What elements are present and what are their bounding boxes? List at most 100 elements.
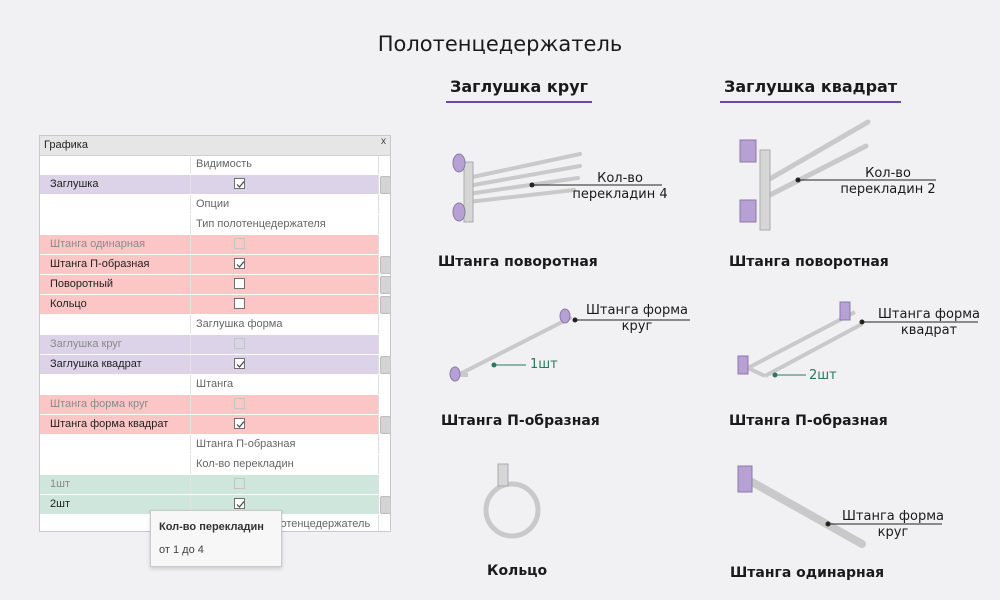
checkbox-unchecked[interactable]: [234, 298, 245, 309]
row-scroll-cell: [378, 315, 390, 334]
group-header-label: Тип полотенцедержателя: [196, 218, 326, 230]
panel-collapse-icon[interactable]: x: [381, 136, 386, 147]
parameter-label: Заглушка квадрат: [50, 358, 142, 370]
caption-ring: Кольцо: [487, 563, 548, 579]
checkbox-unchecked: [234, 478, 245, 489]
ring-drawing: [483, 463, 541, 539]
parameter-label: 2шт: [50, 498, 70, 510]
parameter-label: Заглушка круг: [50, 338, 122, 350]
parameter-row[interactable]: Поворотный: [40, 275, 390, 295]
parameter-group-header: Опции: [40, 195, 390, 215]
checkbox-checked[interactable]: [234, 258, 245, 269]
parameter-group-header: Штанга: [40, 375, 390, 395]
parameter-row[interactable]: 1шт: [40, 475, 390, 495]
row-scroll-cell[interactable]: [378, 295, 390, 314]
u-round-drawing: [449, 308, 690, 382]
parameter-row[interactable]: Заглушка квадрат: [40, 355, 390, 375]
row-scroll-cell: [378, 435, 390, 454]
swivel-square-drawing: [739, 119, 936, 231]
row-scroll-cell: [378, 335, 390, 354]
group-header-label: Штанга: [196, 378, 234, 390]
swivel-round-drawing: [452, 152, 662, 223]
parameter-value-cell: Опции: [190, 195, 379, 214]
parameter-row[interactable]: Заглушка: [40, 175, 390, 195]
row-scroll-cell[interactable]: [378, 355, 390, 374]
checkbox-unchecked: [234, 238, 245, 249]
parameter-row[interactable]: Штанга форма квадрат: [40, 415, 390, 435]
checkbox-unchecked[interactable]: [234, 278, 245, 289]
row-scroll-cell: [378, 235, 390, 254]
row-scroll-cell: [378, 215, 390, 234]
parameter-value-cell: Тип полотенцедержателя: [190, 215, 379, 234]
parameter-value-cell[interactable]: [190, 175, 379, 194]
parameter-value-cell: Штанга П-образная: [190, 435, 379, 454]
parameter-label: 1шт: [50, 478, 70, 490]
parameter-row[interactable]: Штанга П-образная: [40, 255, 390, 275]
column-heading-underline: [446, 101, 592, 103]
parameter-label-cell: Кольцо: [40, 295, 190, 314]
parameter-value-cell: Заглушка форма: [190, 315, 379, 334]
parameter-row[interactable]: Штанга одинарная: [40, 235, 390, 255]
checkbox-checked[interactable]: [234, 418, 245, 429]
group-header-label: Видимость: [196, 158, 252, 170]
parameter-label: Заглушка: [50, 178, 99, 190]
row-scroll-cell[interactable]: [378, 175, 390, 194]
note-u-round: Штанга форма круг: [586, 303, 688, 334]
single-bar-drawing: [737, 465, 942, 548]
tooltip-title: Кол-во перекладин: [159, 521, 264, 533]
parameter-value-cell[interactable]: [190, 335, 379, 354]
parameter-label-cell: Штанга форма круг: [40, 395, 190, 414]
row-scroll-cell[interactable]: [378, 495, 390, 514]
checkbox-checked[interactable]: [234, 498, 245, 509]
parameter-group-header: Видимость: [40, 155, 390, 175]
column-heading-square-label: Заглушка квадрат: [724, 77, 898, 96]
checkbox-checked[interactable]: [234, 358, 245, 369]
row-scroll-cell: [378, 395, 390, 414]
group-header-label: Опции: [196, 198, 230, 210]
parameter-row[interactable]: Кольцо: [40, 295, 390, 315]
checkbox-unchecked: [234, 338, 245, 349]
parameter-value-cell[interactable]: [190, 355, 379, 374]
column-heading-square-plug: Заглушка квадрат: [720, 77, 902, 103]
column-heading-underline: [720, 101, 902, 103]
parameter-tooltip: Кол-во перекладин от 1 до 4: [150, 510, 282, 567]
parameter-value-cell[interactable]: [190, 495, 379, 514]
panel-header: Графика x: [40, 136, 390, 156]
parameter-group-header: Тип полотенцедержателя: [40, 215, 390, 235]
parameter-value-cell[interactable]: [190, 295, 379, 314]
caption-single: Штанга одинарная: [730, 565, 885, 581]
parameter-value-cell[interactable]: [190, 275, 379, 294]
parameter-row[interactable]: Штанга форма круг: [40, 395, 390, 415]
parameter-group-header: Штанга П-образная: [40, 435, 390, 455]
note-swivel-square: Кол-во перекладин 2: [840, 166, 936, 197]
row-scroll-cell: [378, 515, 390, 531]
count-u-square: 2шт: [809, 368, 837, 383]
row-scroll-cell[interactable]: [378, 275, 390, 294]
parameter-value-cell[interactable]: [190, 255, 379, 274]
parameter-value-cell[interactable]: [190, 235, 379, 254]
page-title: Полотенцедержатель: [377, 32, 623, 56]
panel-header-title: Графика: [44, 139, 88, 151]
row-scroll-cell[interactable]: [378, 255, 390, 274]
group-header-label: Кол-во перекладин: [196, 458, 294, 470]
parameter-value-cell: Кол-во перекладин: [190, 455, 379, 474]
row-scroll-cell[interactable]: [378, 415, 390, 434]
checkbox-checked[interactable]: [234, 178, 245, 189]
row-scroll-cell: [378, 475, 390, 494]
caption-swivel-round: Штанга поворотная: [438, 254, 598, 270]
row-scroll-cell: [378, 195, 390, 214]
caption-u-round: Штанга П-образная: [441, 413, 600, 429]
note-single: Штанга форма круг: [842, 509, 944, 540]
parameter-value-cell[interactable]: [190, 475, 379, 494]
checkbox-unchecked: [234, 398, 245, 409]
parameter-value-cell[interactable]: [190, 395, 379, 414]
parameter-label-cell: Заглушка круг: [40, 335, 190, 354]
parameter-group-header: Кол-во перекладин: [40, 455, 390, 475]
parameter-label-cell: Штанга форма квадрат: [40, 415, 190, 434]
tooltip-range: от 1 до 4: [159, 544, 204, 556]
parameter-row[interactable]: Заглушка круг: [40, 335, 390, 355]
parameter-label: Поворотный: [50, 278, 114, 290]
parameter-value-cell[interactable]: [190, 415, 379, 434]
note-u-square: Штанга форма квадрат: [878, 307, 980, 338]
